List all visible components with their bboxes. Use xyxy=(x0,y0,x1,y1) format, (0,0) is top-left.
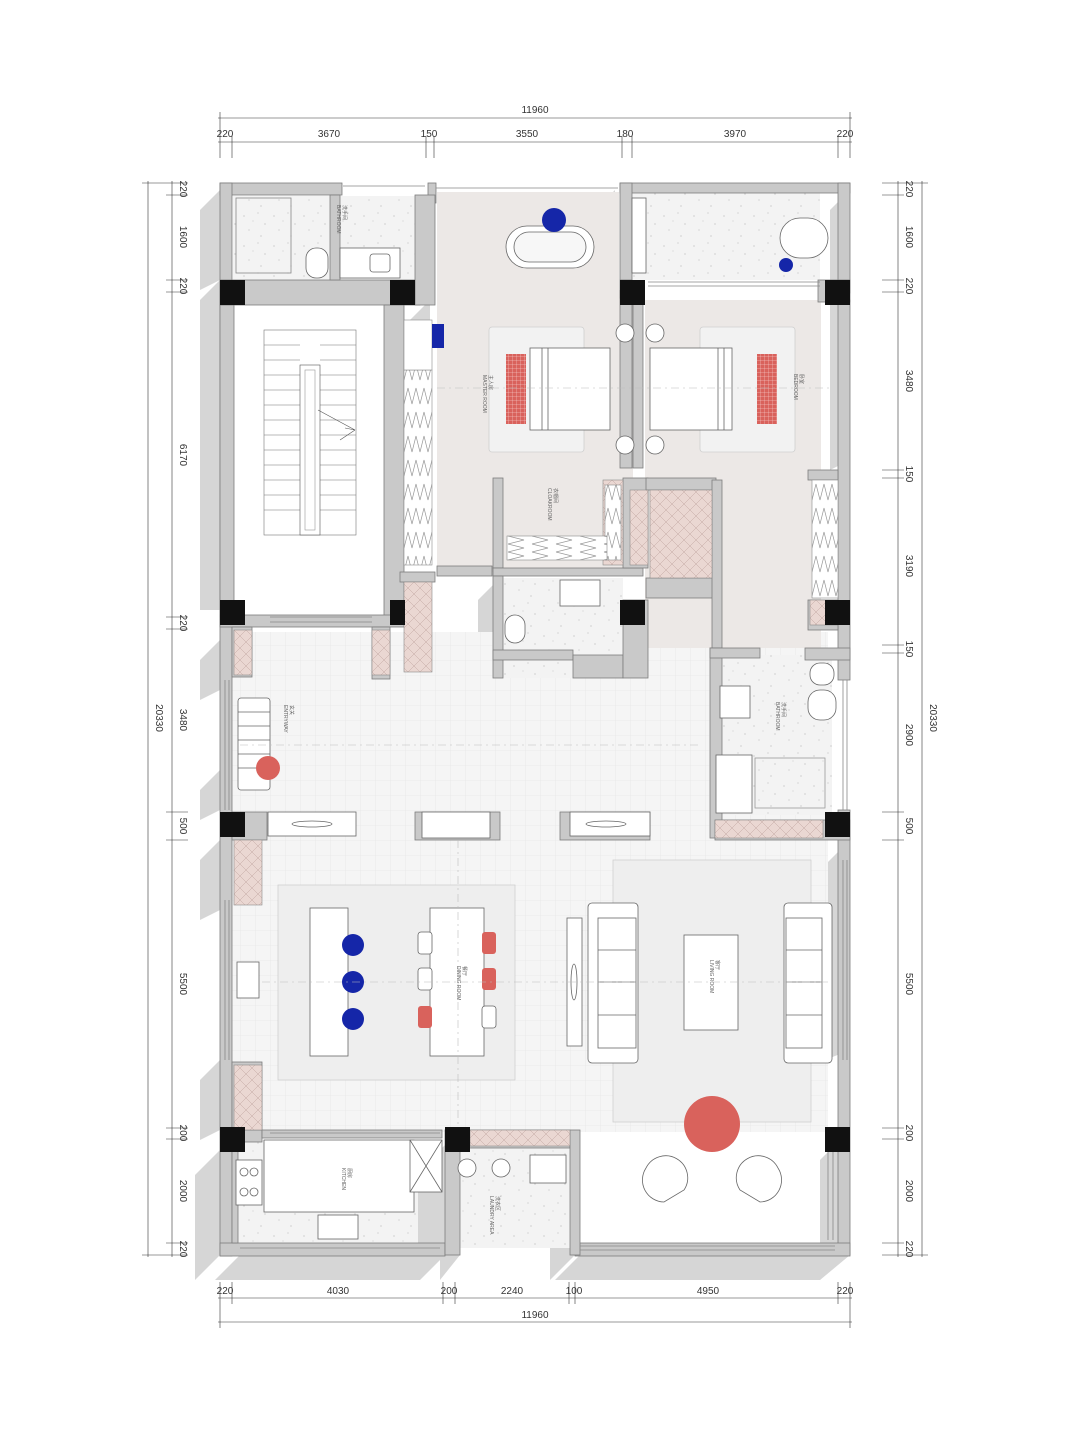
room-label-bedroom-en: BEDROOM xyxy=(792,374,798,400)
dim-left-1: 1600 xyxy=(177,226,188,249)
dim-bottom-3: 2240 xyxy=(501,1286,524,1297)
room-label-cloakroom-en: CLOAKROOM xyxy=(546,488,552,521)
dim-left-6: 500 xyxy=(177,818,188,835)
dim-right-11: 2000 xyxy=(903,1180,914,1203)
room-label-bathroom-top-en: BATHROOM xyxy=(335,205,341,234)
dim-top-2: 150 xyxy=(421,129,438,140)
dim-top-0: 220 xyxy=(217,129,234,140)
dim-top-3: 3550 xyxy=(516,129,539,140)
centerlines xyxy=(240,387,830,1128)
windows xyxy=(224,185,848,1251)
dim-bottom-6: 220 xyxy=(837,1286,854,1297)
furniture xyxy=(235,197,837,1240)
dim-top-5: 3970 xyxy=(724,129,747,140)
dim-bottom-5: 4950 xyxy=(697,1286,720,1297)
staircase xyxy=(263,329,357,536)
dim-top-4: 180 xyxy=(617,129,634,140)
room-label-laundry-en: LAUNDRY AREA xyxy=(488,1196,494,1235)
blue-stool xyxy=(542,208,566,232)
dim-right-4: 150 xyxy=(903,466,914,483)
room-label-dining-en: DINING ROOM xyxy=(455,966,461,1000)
dim-left-9: 2000 xyxy=(177,1180,188,1203)
room-label-living-en: LIVING ROOM xyxy=(708,960,714,993)
room-label-entryway-en: ENTRYWAY xyxy=(282,705,288,733)
room-label-entryway: 玄关 xyxy=(288,705,295,715)
dimension-labels: 11960 220 3670 150 3550 180 3970 220 220… xyxy=(153,105,938,1321)
wardrobes xyxy=(403,319,839,599)
dim-right-12: 220 xyxy=(903,1241,914,1258)
dim-left-0: 220 xyxy=(177,181,188,198)
room-label-bathroom-top: 洗手间 xyxy=(341,205,348,220)
dim-left-2: 220 xyxy=(177,278,188,295)
dim-right-0: 220 xyxy=(903,181,914,198)
cabinets xyxy=(233,479,839,1147)
dim-left-3: 6170 xyxy=(177,444,188,467)
dim-bottom-4: 100 xyxy=(566,1286,583,1297)
room-label-kitchen: 厨房 xyxy=(346,1168,353,1178)
dim-left-7: 5500 xyxy=(177,973,188,996)
room-label-laundry: 洗衣区 xyxy=(494,1196,501,1211)
dim-left-5: 3480 xyxy=(177,709,188,732)
dim-bottom-total: 11960 xyxy=(521,1310,549,1321)
dim-right-2: 220 xyxy=(903,278,914,295)
room-label-bathroom-right-en: BATHROOM xyxy=(774,702,780,731)
dim-left-4: 220 xyxy=(177,615,188,632)
dim-top-total: 11960 xyxy=(521,105,549,116)
dim-left-10: 220 xyxy=(177,1241,188,1258)
room-labels: 洗手间 BATHROOM 主人房 MASTER ROOM 衣帽间 CLOAKRO… xyxy=(282,205,805,1235)
dim-top-6: 220 xyxy=(837,129,854,140)
dim-top-1: 3670 xyxy=(318,129,341,140)
dim-right-3: 3480 xyxy=(903,370,914,393)
dimension-lines xyxy=(142,112,928,1328)
dim-right-9: 5500 xyxy=(903,973,914,996)
dim-left-total: 20330 xyxy=(153,704,164,732)
room-label-bedroom: 卧室 xyxy=(798,374,805,384)
dim-left-8: 200 xyxy=(177,1125,188,1142)
dim-right-total: 20330 xyxy=(927,704,938,732)
room-label-dining: 餐厅 xyxy=(461,966,468,976)
room-label-kitchen-en: KITCHEN xyxy=(340,1168,346,1190)
room-label-master: 主人房 xyxy=(487,375,494,390)
dim-right-10: 200 xyxy=(903,1125,914,1142)
dim-bottom-1: 4030 xyxy=(327,1286,350,1297)
dim-right-6: 150 xyxy=(903,641,914,658)
dim-right-7: 2900 xyxy=(903,724,914,747)
dim-right-1: 1600 xyxy=(903,226,914,249)
dim-bottom-0: 220 xyxy=(217,1286,234,1297)
dim-right-8: 500 xyxy=(903,818,914,835)
room-label-master-en: MASTER ROOM xyxy=(481,375,487,413)
dim-right-5: 3190 xyxy=(903,555,914,578)
dim-bottom-2: 200 xyxy=(441,1286,458,1297)
room-label-bathroom-right: 洗手间 xyxy=(780,702,787,717)
room-label-cloakroom: 衣帽间 xyxy=(552,488,559,503)
room-label-living: 客厅 xyxy=(714,960,721,970)
